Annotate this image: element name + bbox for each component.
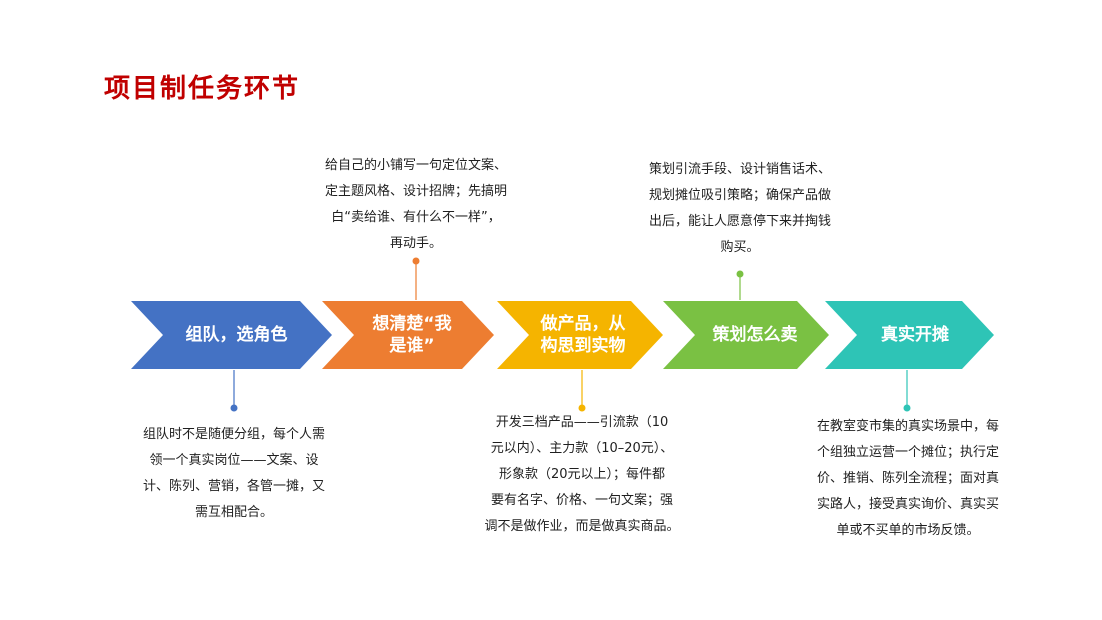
step-label-3: 做产品，从 构思到实物 xyxy=(540,314,626,356)
step-label-1: 组队，选角色 xyxy=(185,325,288,345)
step-label-2: 想清楚“我 是谁” xyxy=(372,314,452,356)
step-description-1: 组队时不是随便分组，每个人需 领一个真实岗位——文案、设 计、陈列、营销，各管一… xyxy=(142,427,325,520)
page-title: 项目制任务环节 xyxy=(104,74,301,104)
connector-dot-1 xyxy=(230,404,238,412)
connector-dot-4 xyxy=(736,270,744,278)
step-description-5: 在教室变市集的真实场景中，每 个组独立运营一个摊位；执行定 价、推销、陈列全流程… xyxy=(816,419,999,538)
step-label-4: 策划怎么卖 xyxy=(712,325,798,345)
connector-dot-2 xyxy=(412,257,420,265)
connector-dot-5 xyxy=(903,404,911,412)
step-description-3: 开发三档产品——引流款（10 元以内）、主力款（10–20元）、 形象款（20元… xyxy=(484,415,680,534)
step-description-2: 给自己的小铺写一句定位文案、 定主题风格、设计招牌；先搞明 白“卖给谁、有什么不… xyxy=(324,158,507,251)
step-description-4: 策划引流手段、设计销售话术、 规划摊位吸引策略；确保产品做 出后，能让人愿意停下… xyxy=(648,162,831,255)
step-label-5: 真实开摊 xyxy=(881,325,949,345)
